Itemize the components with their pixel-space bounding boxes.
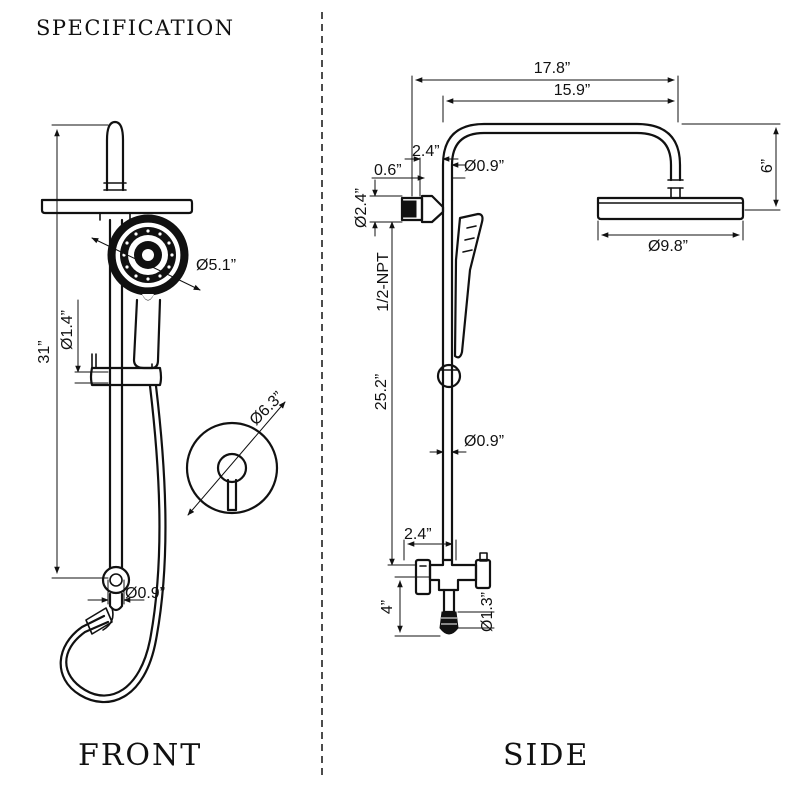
dim-head-diameter: Ø9.8”	[597, 220, 744, 255]
front-view: 31” Ø1.4” Ø5.1” Ø6.3” Ø0.9”	[36, 120, 287, 773]
front-rain-head	[40, 198, 194, 221]
side-riser	[441, 198, 454, 562]
dim-total-height-label: 31”	[36, 340, 53, 363]
dim-head-drop: 6”	[681, 123, 781, 211]
dim-top-offset: 2.4”	[404, 143, 459, 197]
dim-valve-offset: 2.4”	[403, 526, 457, 561]
dim-head-diameter-label: Ø9.8”	[648, 238, 688, 255]
side-view-label: SIDE	[503, 738, 589, 773]
dim-total-height: 31”	[36, 124, 109, 579]
dim-arm-offset-label: 0.6”	[374, 162, 402, 179]
side-hand-shower	[453, 212, 484, 359]
spec-title: SPECIFICATION	[36, 16, 235, 40]
dim-bar-diameter-label: Ø1.4”	[59, 310, 76, 350]
dim-bar-length: 25.2”	[373, 221, 417, 566]
dim-arm-reach: 15.9”	[442, 82, 675, 123]
front-view-label: FRONT	[78, 738, 202, 773]
dim-arm-reach-label: 15.9”	[554, 82, 590, 99]
front-bottom-connector	[101, 565, 131, 631]
dim-riser-diameter-label: Ø0.9”	[464, 433, 504, 450]
dim-bar-length-label: 25.2”	[373, 374, 390, 410]
dim-bottom-bar-label: Ø0.9”	[125, 585, 165, 602]
dim-hand-shower: Ø5.1”	[91, 237, 236, 291]
dim-hand-shower-label: Ø5.1”	[196, 257, 236, 274]
side-view: 17.8” 15.9” 6” 2.4” 0.6”	[353, 60, 781, 773]
side-rain-head	[596, 196, 745, 221]
dim-arm-offset: 0.6”	[371, 162, 466, 181]
front-slider-bracket	[89, 353, 163, 387]
dim-riser-diameter: Ø0.9”	[429, 433, 504, 455]
front-valve-escutcheon: Ø6.3”	[185, 389, 287, 516]
dim-arm-total-reach-label: 17.8”	[534, 60, 570, 77]
dim-bottom-bar: Ø0.9”	[87, 579, 165, 605]
dim-outlet-length-label: 4”	[379, 600, 396, 614]
front-shower-arm	[103, 120, 127, 192]
thread-spec-label: 1/2-NPT	[375, 252, 392, 312]
side-slider-knob	[436, 363, 462, 389]
side-wall-bracket	[400, 194, 445, 224]
front-hand-shower	[107, 214, 189, 370]
front-hose	[59, 384, 167, 704]
dim-outlet-diameter: Ø1.3”	[457, 592, 496, 632]
dim-arm-diameter: Ø0.9”	[451, 158, 504, 175]
dim-outlet-length: 4”	[379, 576, 441, 637]
side-shower-arm	[441, 122, 684, 202]
dim-outlet-diameter-label: Ø1.3”	[479, 592, 496, 632]
dim-bar-diameter: Ø1.4”	[59, 299, 109, 384]
dim-head-drop-label: 6”	[759, 159, 776, 173]
dim-valve-offset-label: 2.4”	[404, 526, 432, 543]
dim-top-offset-label: 2.4”	[412, 143, 440, 160]
dim-bracket-diameter: Ø2.4”	[353, 179, 403, 237]
dim-bracket-diameter-label: Ø2.4”	[353, 188, 370, 228]
dim-arm-diameter-label: Ø0.9”	[464, 158, 504, 175]
dim-arm-total-reach: 17.8”	[411, 60, 679, 197]
